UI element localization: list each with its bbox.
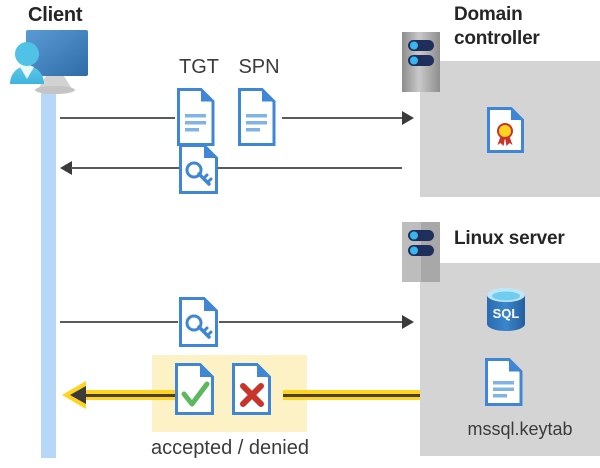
message-ticket-response-line-left bbox=[71, 167, 179, 169]
message-service-ticket-line-right bbox=[219, 321, 402, 323]
message-request-label-spn: SPN bbox=[238, 56, 280, 78]
message-ticket-response-arrowhead bbox=[60, 161, 72, 175]
message-request-label-tgt: TGT bbox=[179, 56, 219, 78]
domain-controller-title-line2: controller bbox=[454, 28, 540, 49]
result-caption: accepted / denied bbox=[151, 437, 309, 459]
document-lines-icon bbox=[485, 358, 523, 406]
document-lines-icon bbox=[238, 88, 276, 146]
server-rack-icon bbox=[402, 222, 440, 282]
message-request-line-right bbox=[282, 117, 402, 119]
certificate-document-icon bbox=[487, 107, 524, 153]
message-service-ticket-line-left bbox=[60, 321, 178, 323]
linux-server-title: Linux server bbox=[454, 228, 565, 249]
document-cross-icon bbox=[232, 363, 272, 415]
message-request-line-left bbox=[60, 117, 175, 119]
message-request-arrowhead bbox=[402, 111, 414, 125]
sql-database-icon: SQL bbox=[485, 287, 527, 332]
result-arrow-bar-right bbox=[283, 390, 420, 400]
document-key-icon bbox=[179, 297, 219, 347]
domain-controller-title-line1: Domain bbox=[454, 4, 523, 25]
client-lifeline bbox=[41, 86, 56, 458]
document-key-icon bbox=[179, 144, 219, 194]
server-rack-icon bbox=[402, 32, 440, 92]
client-title: Client bbox=[28, 4, 83, 26]
message-ticket-response-line-right bbox=[218, 167, 402, 169]
result-arrow-bar-left bbox=[85, 390, 175, 400]
document-lines-icon bbox=[177, 88, 215, 146]
message-service-ticket-arrowhead bbox=[402, 315, 414, 329]
document-check-icon bbox=[175, 363, 215, 415]
domain-controller-title: Domain controller bbox=[454, 3, 600, 51]
result-arrow-head-inner bbox=[70, 386, 86, 404]
keytab-label: mssql.keytab bbox=[467, 419, 573, 439]
user-computer-icon bbox=[6, 28, 102, 96]
sql-database-label: SQL bbox=[493, 306, 520, 321]
